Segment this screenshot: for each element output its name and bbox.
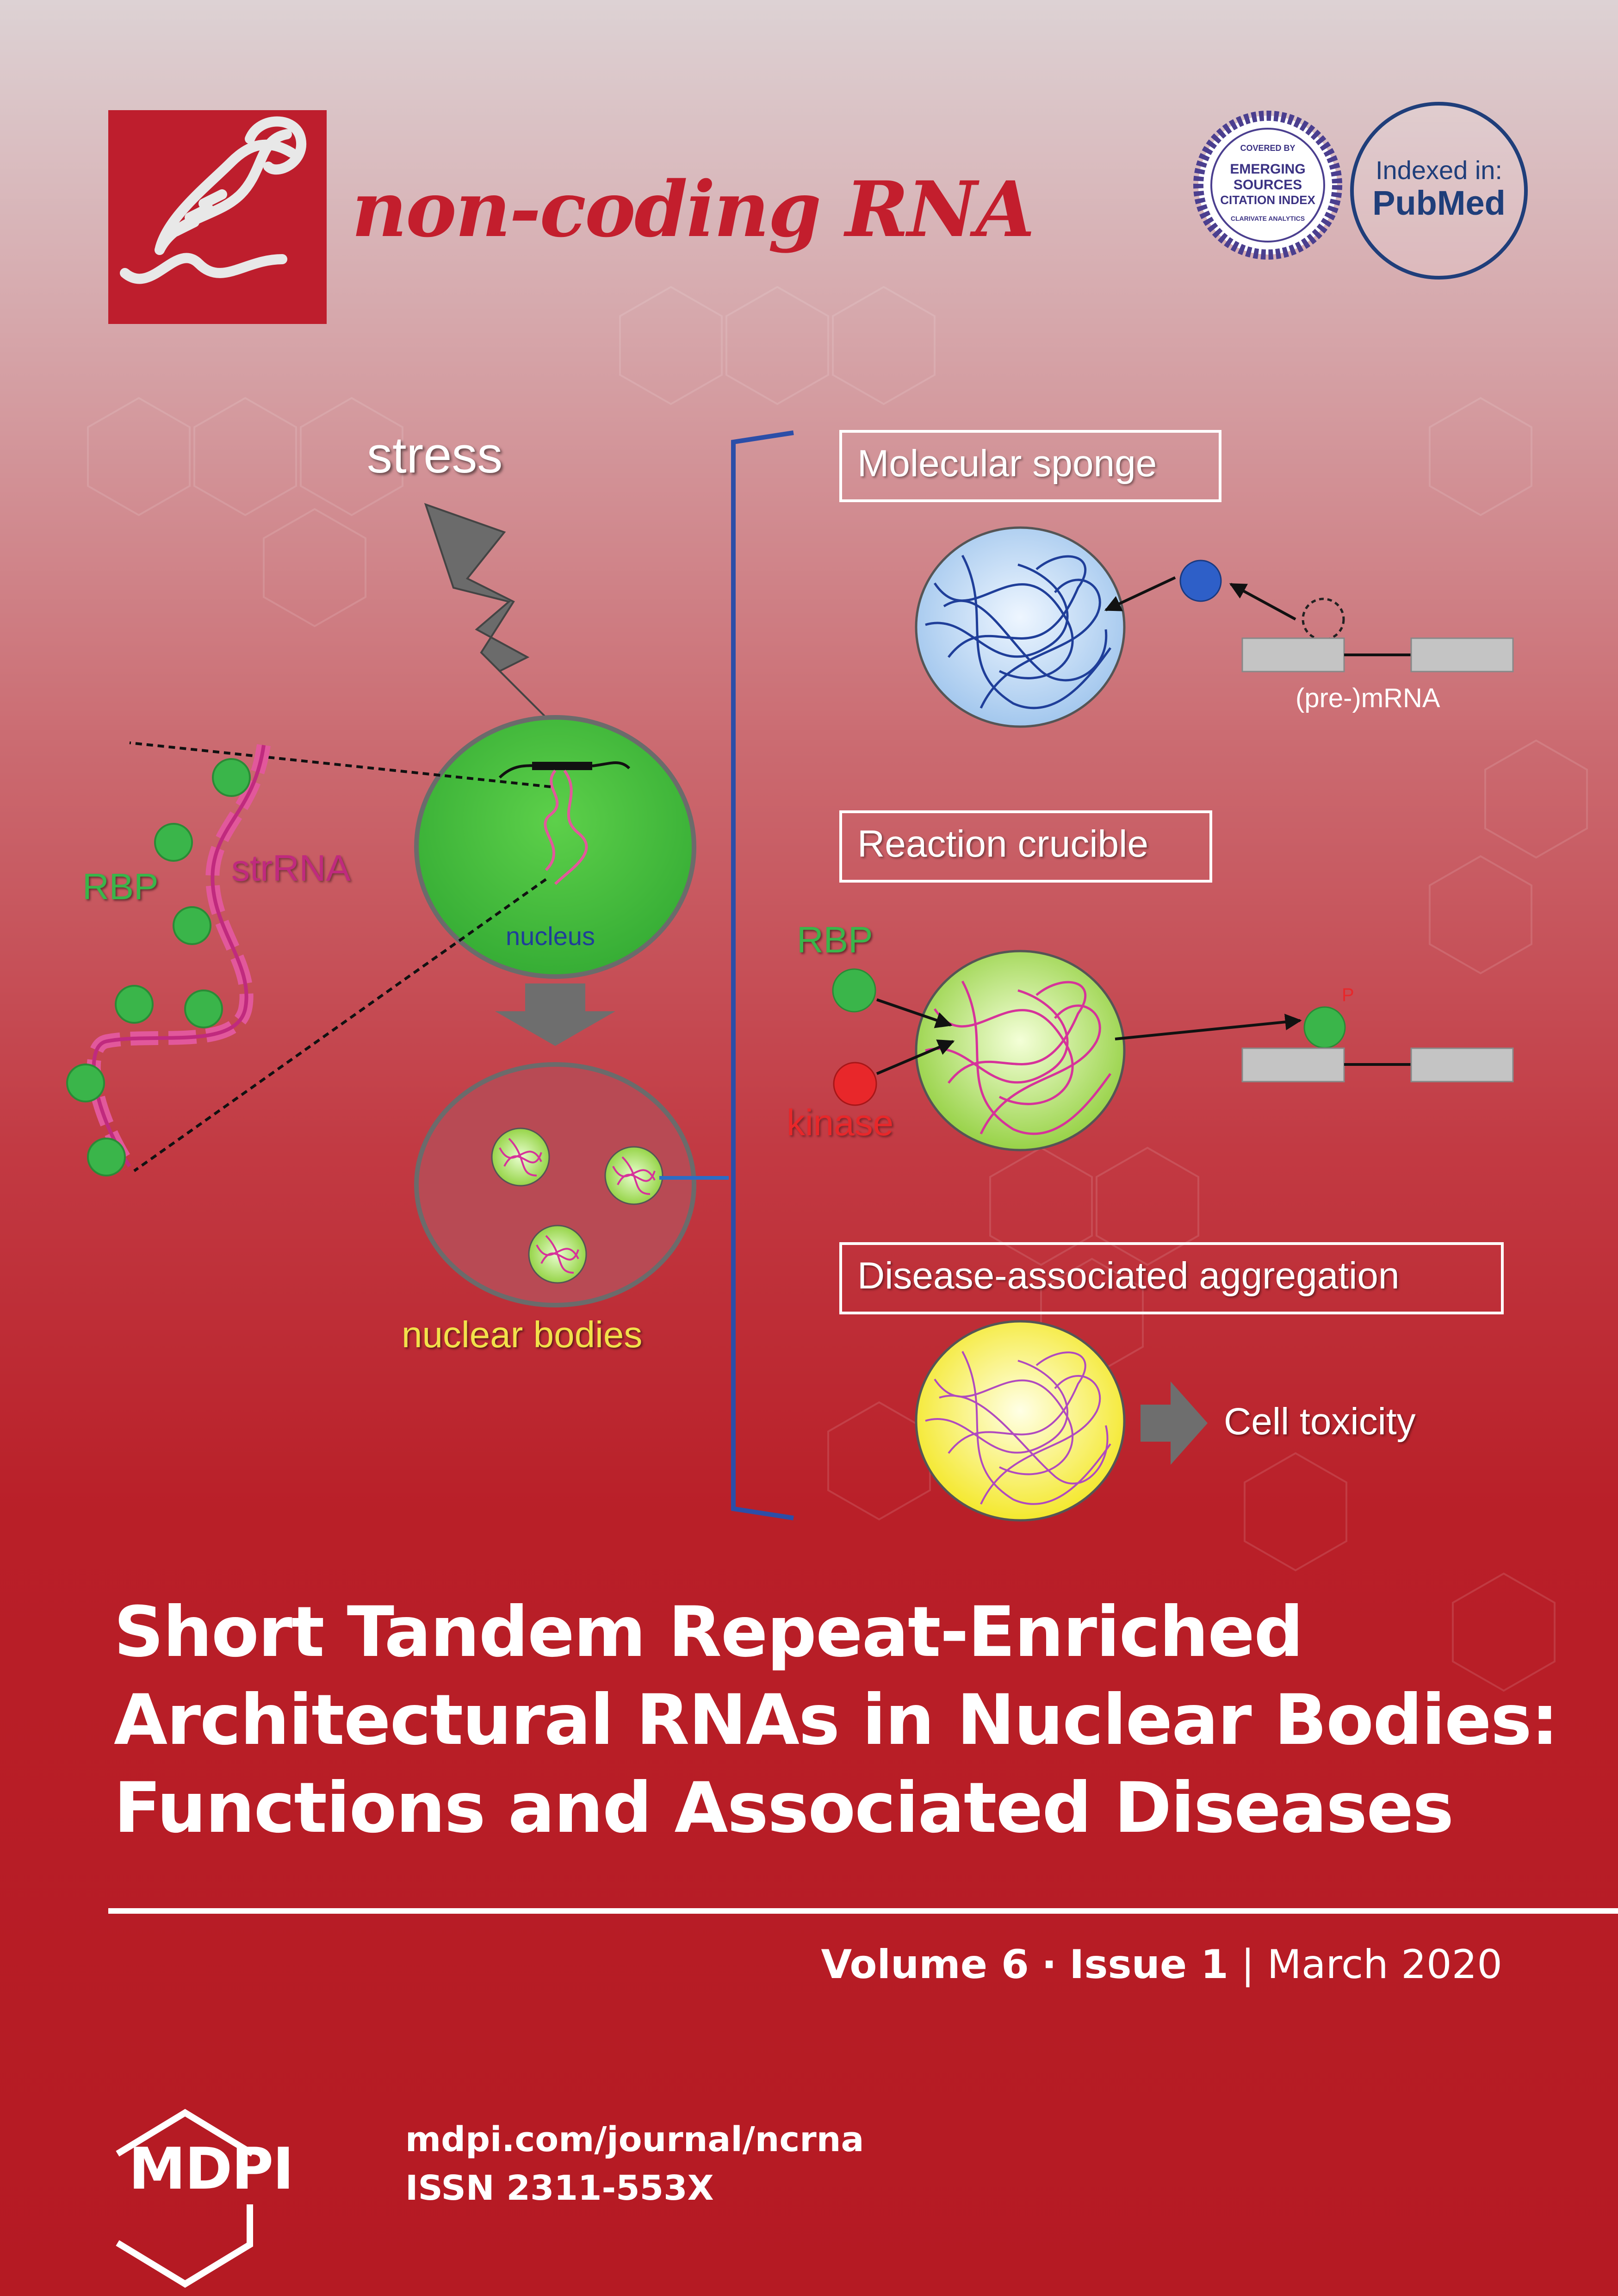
- rbp-dots: [66, 758, 251, 1176]
- crucible-rbp-dot: [832, 968, 876, 1013]
- lightning-bolt-icon: [424, 503, 570, 741]
- esci-line2: SOURCES: [1233, 177, 1302, 193]
- rbp-label: RBP: [82, 866, 159, 907]
- panel-title-crucible: Reaction crucible: [857, 823, 1148, 865]
- gene-locus: [532, 762, 592, 770]
- issue-info: Volume 6 · Issue 1 | March 2020: [821, 1941, 1502, 1988]
- date-separator: |: [1241, 1941, 1255, 1988]
- esci-line3: CITATION INDEX: [1220, 193, 1315, 207]
- publisher-name: MDPI: [129, 2136, 294, 2203]
- esci-badge-text: COVERED BY EMERGING SOURCES CITATION IND…: [1203, 143, 1333, 222]
- volume: Volume 6: [821, 1941, 1029, 1988]
- phospho-rbp-dot: [1303, 1006, 1346, 1049]
- esci-line1: EMERGING: [1230, 162, 1306, 177]
- bracket: [731, 430, 794, 1520]
- nucleus-label: nucleus: [506, 921, 595, 951]
- pubmed-line2: PubMed: [1372, 184, 1506, 222]
- stress-label: stress: [367, 427, 503, 484]
- strrna-label: strRNA: [231, 847, 351, 889]
- issue-separator: ·: [1041, 1941, 1057, 1988]
- crucible-rbp-label: RBP: [797, 919, 873, 960]
- nuclear-bodies-label: nuclear bodies: [402, 1314, 643, 1355]
- journal-name: non-coding RNA: [352, 164, 1035, 254]
- article-title-line-1: Short Tandem Repeat-Enriched: [114, 1592, 1303, 1673]
- cell-toxicity-label: Cell toxicity: [1224, 1400, 1416, 1443]
- esci-top: COVERED BY: [1240, 143, 1296, 153]
- panel-box-crucible: [839, 810, 1212, 883]
- esci-badge: [1193, 111, 1342, 260]
- down-arrow-icon: [495, 983, 615, 1046]
- sponge-droplet: [915, 526, 1126, 728]
- esci-bottom: CLARIVATE ANALYTICS: [1230, 215, 1305, 222]
- issue-number: Issue 1: [1069, 1941, 1228, 1988]
- nuclear-body-droplets: [491, 1127, 663, 1284]
- pubmed-line1: Indexed in:: [1376, 156, 1502, 185]
- kinase-label: kinase: [787, 1102, 894, 1143]
- pre-mrna-exon-1: [1241, 637, 1345, 672]
- phospho-label: P: [1342, 985, 1354, 1005]
- pubmed-badge-text: Indexed in: PubMed: [1356, 155, 1522, 223]
- nucleus-cell: [414, 715, 696, 979]
- journal-logo-box: [108, 110, 327, 324]
- aggregation-droplet: [915, 1320, 1126, 1522]
- toxicity-arrow-icon: [1141, 1381, 1208, 1465]
- dna-helix-icon: [120, 116, 307, 284]
- pre-mrna-exon-2: [1410, 637, 1514, 672]
- panel-title-aggregation: Disease-associated aggregation: [857, 1255, 1400, 1297]
- journal-url[interactable]: mdpi.com/journal/ncrna: [405, 2120, 864, 2159]
- panel-title-sponge: Molecular sponge: [857, 442, 1157, 485]
- panel-box-aggregation: [839, 1242, 1504, 1314]
- mdpi-hexagon-icon: [116, 2109, 254, 2288]
- crucible-droplet: [915, 950, 1126, 1151]
- panel-box-sponge: [839, 430, 1221, 502]
- title-divider: [108, 1908, 1618, 1914]
- nuclear-bodies-cell: [414, 1062, 696, 1307]
- issn: ISSN 2311-553X: [405, 2168, 714, 2208]
- pubmed-badge: [1350, 102, 1528, 280]
- article-title-line-3: Functions and Associated Diseases: [114, 1768, 1454, 1848]
- issue-date: March 2020: [1267, 1941, 1502, 1988]
- kinase-dot: [833, 1062, 877, 1106]
- blue-rbp-dot: [1179, 560, 1222, 602]
- pre-mrna-label: (pre-)mRNA: [1296, 683, 1440, 713]
- article-title-line-2: Architectural RNAs in Nuclear Bodies:: [114, 1680, 1559, 1761]
